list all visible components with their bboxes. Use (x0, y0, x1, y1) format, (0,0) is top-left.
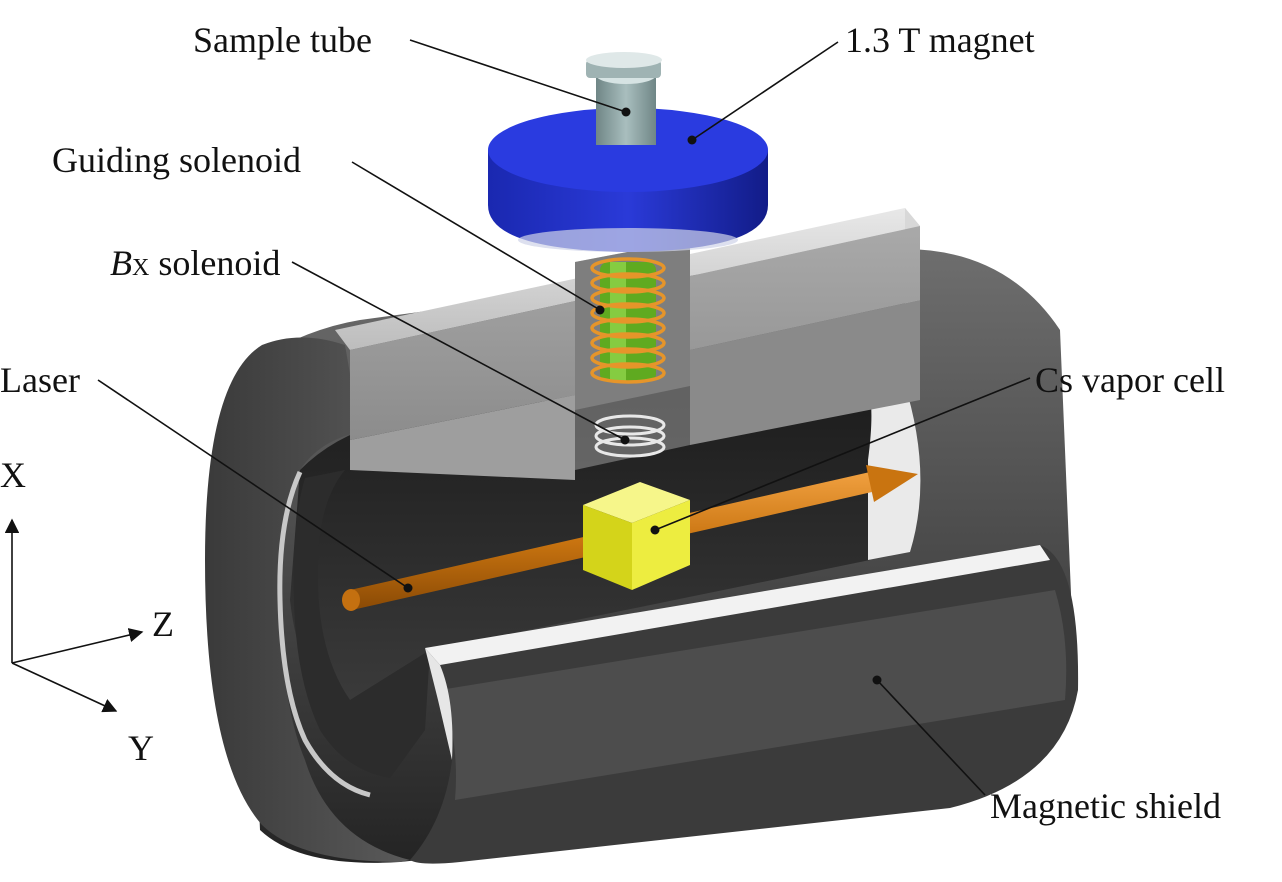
label-bx-text: solenoid (149, 243, 280, 283)
bx-solenoid (594, 414, 666, 458)
label-sample-tube: Sample tube (193, 20, 372, 60)
guiding-solenoid (590, 257, 666, 384)
label-guiding-solenoid: Guiding solenoid (52, 140, 301, 180)
coordinate-axes: X Z Y (0, 455, 174, 768)
label-laser: Laser (0, 360, 80, 400)
axis-x-label: X (0, 455, 26, 495)
label-magnetic-shield: Magnetic shield (990, 786, 1221, 826)
leader-lines (97, 39, 1031, 796)
label-bx-subscript: X (132, 255, 149, 281)
axis-z-label: Z (152, 604, 174, 644)
axis-y-label: Y (128, 728, 154, 768)
magnet (488, 108, 768, 252)
label-cs-vapor-cell: Cs vapor cell (1035, 360, 1225, 400)
label-magnet: 1.3 T magnet (845, 20, 1035, 60)
label-bx-symbol: B (110, 243, 132, 283)
label-bx-solenoid: BX solenoid (110, 243, 280, 283)
sample-tube (586, 52, 662, 145)
component-labels: Sample tube 1.3 T magnet Guiding solenoi… (0, 20, 1225, 826)
